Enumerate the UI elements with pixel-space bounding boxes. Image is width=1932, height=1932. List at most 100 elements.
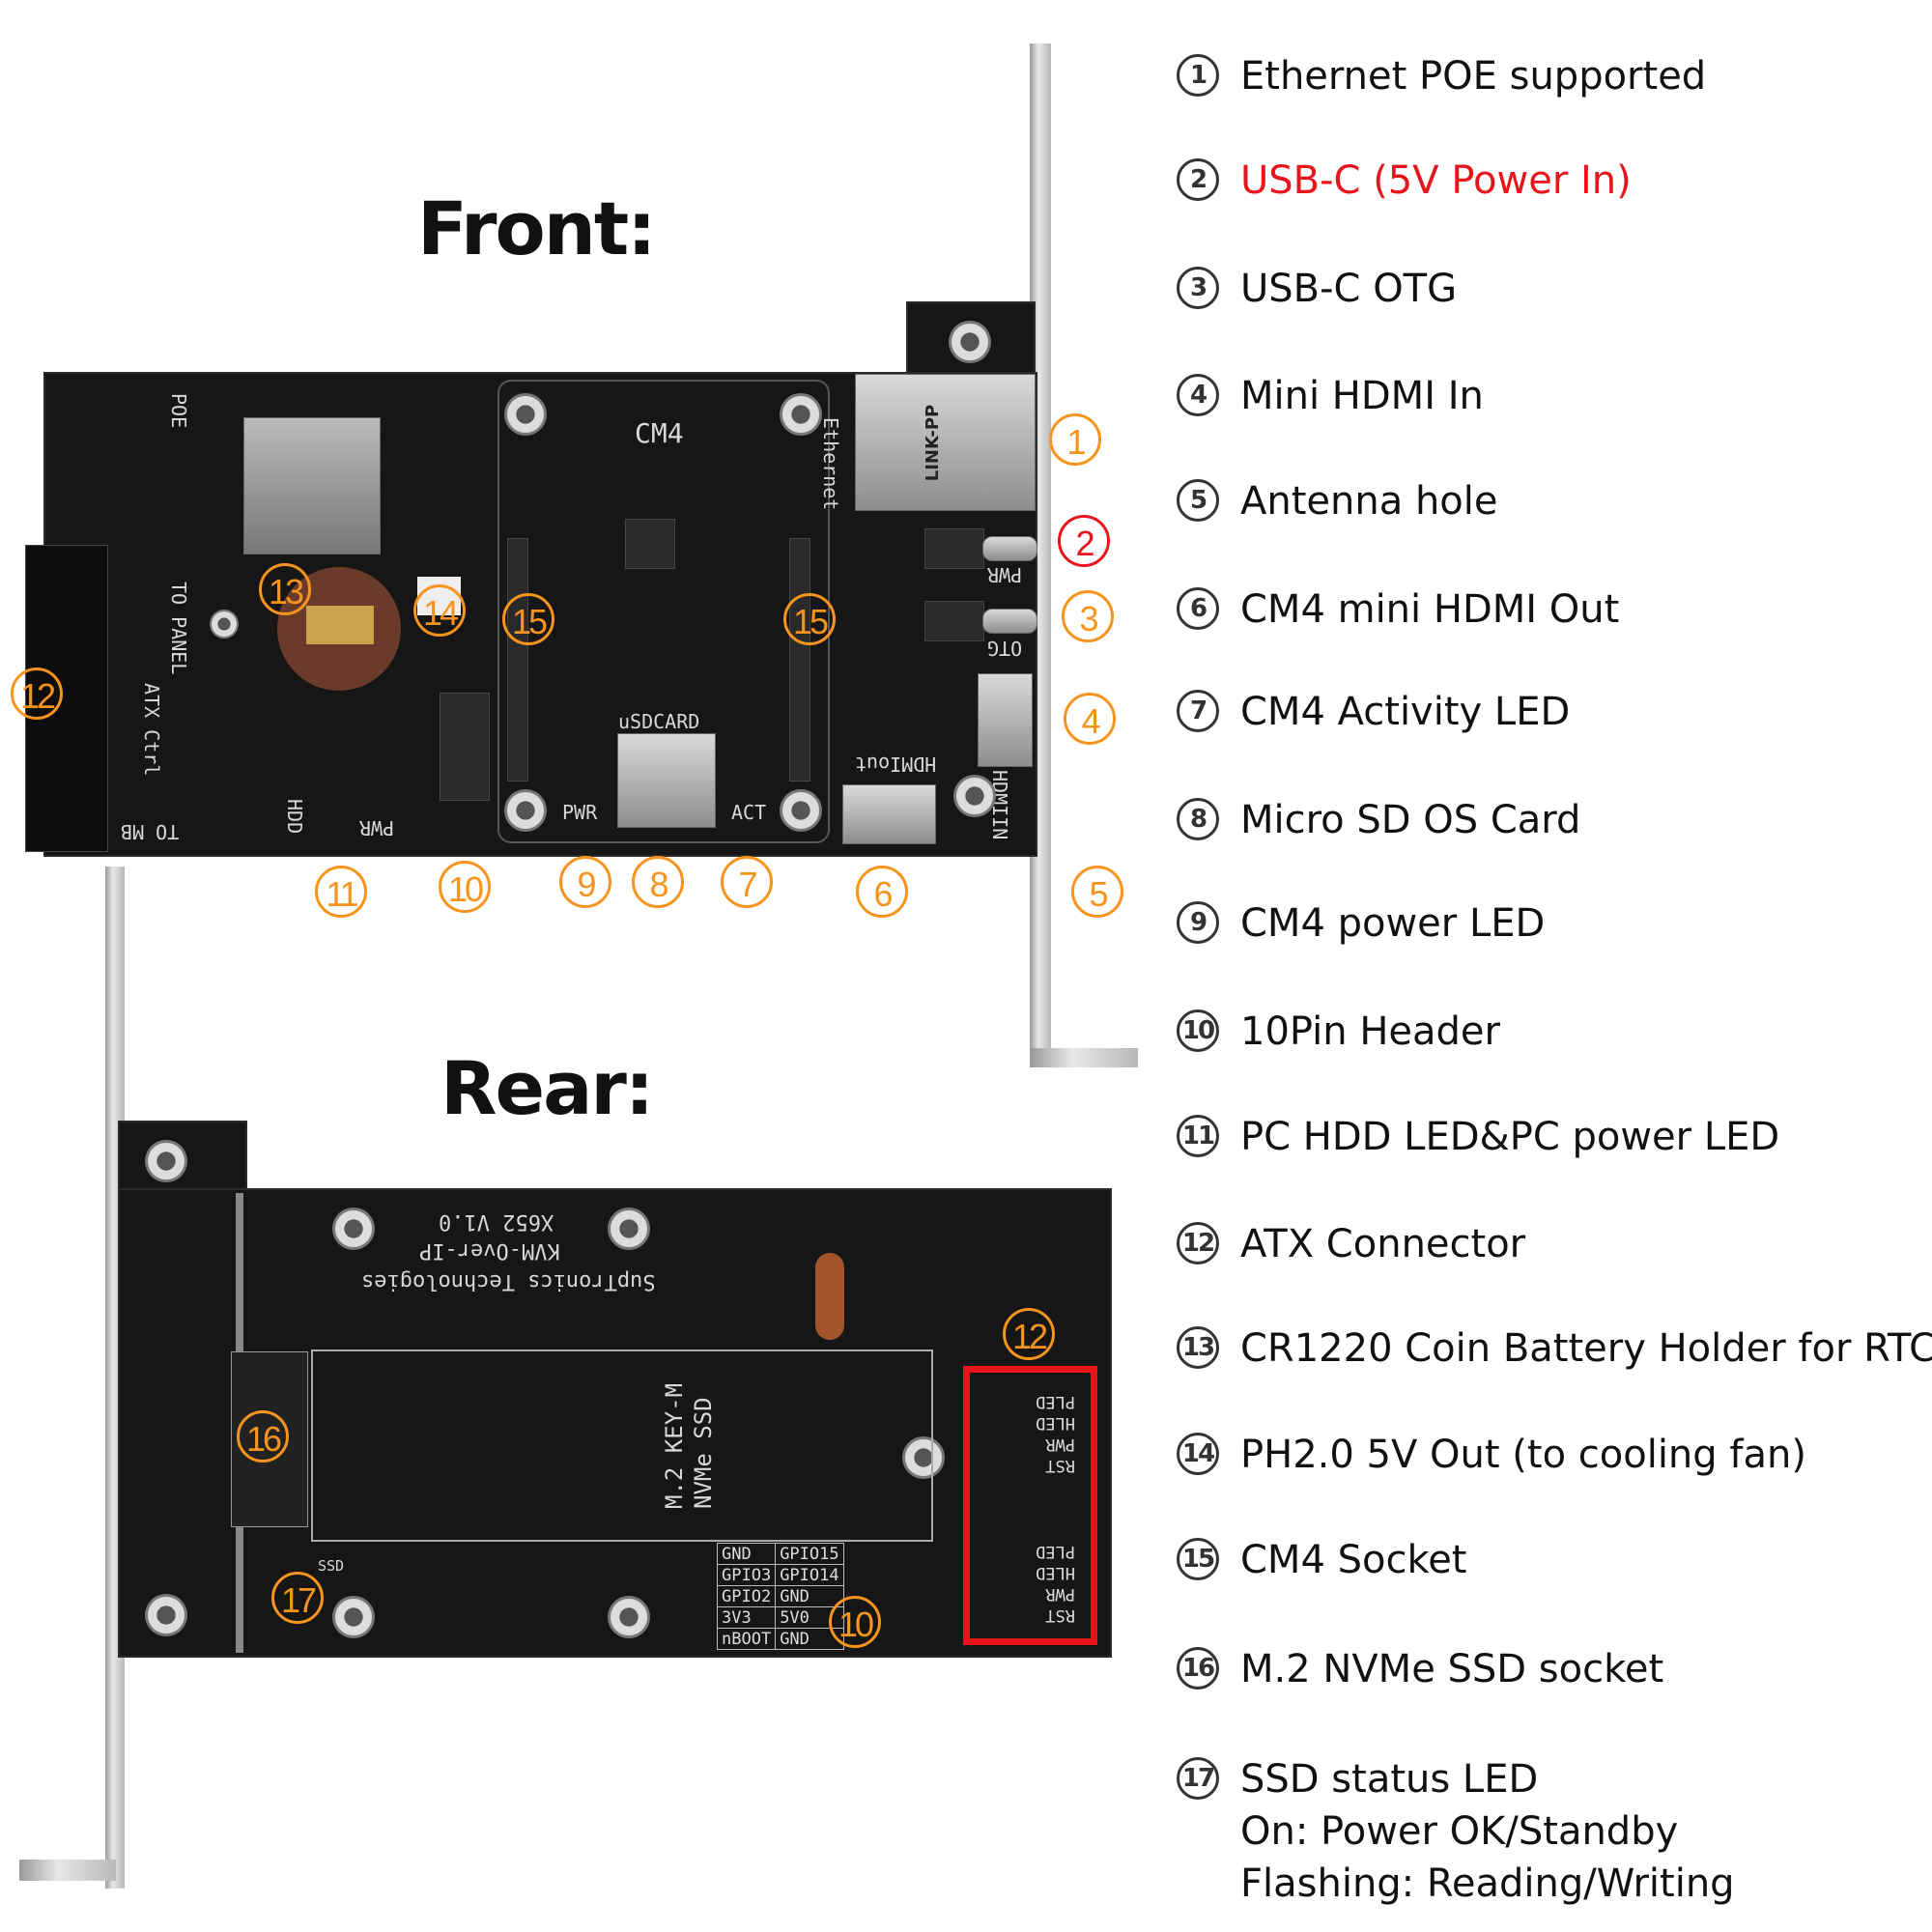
bracket-screw-icon [145,1594,187,1636]
callout-6: 6 [856,866,908,918]
legend-item: 10 10Pin Header [1177,1009,1500,1054]
silk-maker: SupTronics Technologies [361,1269,656,1293]
callout-10-rear: 10 [829,1596,881,1648]
pin-label: GPIO2 [716,1585,777,1607]
mini-hdmi-in-port [978,673,1033,767]
silk-hdmi-out: HDMIout [855,753,937,776]
callout-11: 11 [315,866,367,918]
callout-10: 10 [439,861,491,913]
usb-c-power-plug [982,536,1037,561]
pin-label: GPIO14 [775,1564,844,1586]
mount-hole-icon [332,1596,375,1638]
legend-text: 10Pin Header [1240,1009,1500,1054]
silk-to-mb: TO MB [121,820,180,843]
legend-item: 11 PC HDD LED&PC power LED [1177,1115,1779,1159]
legend-label: 10Pin Header [1240,1009,1500,1054]
legend-number-badge: 17 [1177,1757,1219,1800]
legend-number-badge: 12 [1177,1222,1219,1264]
silk-ssd: SSD [318,1557,345,1575]
legend-label: CM4 Socket [1240,1538,1467,1582]
rear-title: Rear: [440,1045,654,1131]
legend-number-badge: 13 [1177,1326,1219,1369]
legend-number-badge: 10 [1177,1009,1219,1052]
callout-1: 1 [1049,413,1101,466]
legend-text: USB-C (5V Power In) [1240,158,1632,203]
silk-m2-line2: NVMe SSD [690,1397,717,1509]
pin-label: GND [775,1628,844,1650]
mount-hole-icon [504,789,547,832]
legend-item: 3 USB-C OTG [1177,267,1457,311]
mount-hole-icon [780,393,822,436]
legend-number-badge: 2 [1177,158,1219,201]
cm4-connector-right [789,538,810,781]
legend-item: 14 PH2.0 5V Out (to cooling fan) [1177,1433,1806,1477]
legend-number-badge: 15 [1177,1538,1219,1580]
callout-15: 15 [502,593,554,645]
legend-text: USB-C OTG [1240,267,1457,311]
legend-text: M.2 NVMe SSD socket [1240,1647,1663,1691]
legend-number-badge: 1 [1177,54,1219,97]
callout-16: 16 [237,1410,289,1463]
legend-label: ATX Connector [1240,1222,1526,1266]
silk-hdd: HDD [283,799,306,835]
silk-poe: POE [167,393,190,429]
legend-label: M.2 NVMe SSD socket [1240,1647,1664,1691]
legend-text: CM4 Activity LED [1240,690,1570,734]
legend-text: Antenna hole [1240,479,1497,524]
pin-label: nBOOT [716,1628,777,1650]
callout-13: 13 [259,563,311,615]
mini-hdmi-out-port [842,784,936,844]
legend-label: Antenna hole [1240,479,1498,524]
legend-text: CM4 power LED [1240,901,1545,946]
10pin-header [440,693,490,801]
silk-atx-ctrl: ATX Ctrl [140,683,163,777]
usb-c-power-port [924,528,984,569]
silk-pwr: PWR [359,816,395,839]
silk-usdcard: uSDCARD [618,710,700,733]
battery-clip [306,606,374,644]
legend-text: CM4 mini HDMI Out [1240,587,1619,632]
jack-label: LINK-PP [923,404,944,482]
legend-number-badge: 11 [1177,1115,1219,1157]
legend-label: CM4 Activity LED [1240,690,1571,734]
legend-number-badge: 5 [1177,479,1219,522]
legend-label: PC HDD LED&PC power LED [1240,1115,1780,1159]
legend-label: PH2.0 5V Out (to cooling fan) [1240,1433,1806,1477]
legend-label: CR1220 Coin Battery Holder for RTC [1240,1326,1932,1371]
ethernet-jack: LINK-PP [855,374,1036,511]
m2-ssd-outline [311,1350,933,1542]
legend-number-badge: 14 [1177,1433,1219,1475]
legend-text: CM4 Socket [1240,1538,1467,1582]
callout-3: 3 [1062,590,1114,642]
legend-text: Micro SD OS Card [1240,798,1580,842]
callout-7: 7 [721,856,773,908]
legend-text: Mini HDMI In [1240,374,1484,418]
legend-item: 12 ATX Connector [1177,1222,1525,1266]
callout-8: 8 [632,856,684,908]
pin-label: GPIO3 [716,1564,777,1586]
legend-number-badge: 7 [1177,690,1219,732]
chip [625,519,675,569]
mount-hole-icon [780,789,822,832]
poe-transformer [243,417,381,554]
callout-15: 15 [783,593,836,645]
legend-number-badge: 3 [1177,267,1219,309]
atx-highlight-box [963,1366,1097,1645]
legend-text: PH2.0 5V Out (to cooling fan) [1240,1433,1806,1477]
legend-item: 13 CR1220 Coin Battery Holder for RTC [1177,1326,1932,1371]
front-bracket-foot [1030,1048,1138,1067]
front-title: Front: [417,185,657,271]
mount-hole-icon [504,393,547,436]
pin-label: GND [716,1543,777,1565]
front-pcb: CM4 uSDCARD PWR ACT Ethernet LINK-PP PWR… [43,372,1037,857]
legend-text: PC HDD LED&PC power LED [1240,1115,1779,1159]
legend-item: 2 USB-C (5V Power In) [1177,158,1632,203]
